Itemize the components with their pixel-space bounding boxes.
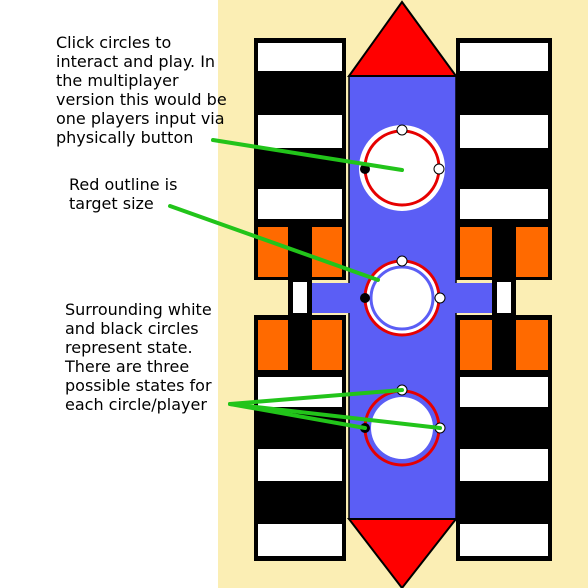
state-dot-white (434, 292, 446, 304)
player-circle-fill (371, 397, 433, 459)
state-dot-white (396, 124, 408, 136)
left-tower-orange-block (258, 227, 288, 277)
right-tower-slot (460, 524, 548, 556)
right-tower-slot (460, 43, 548, 71)
pointer-line-5 (228, 402, 442, 430)
annotation-state-circles: Surrounding white and black circles repr… (65, 300, 212, 414)
left-tower-orange-block (312, 227, 342, 277)
right-tower-orange-block (460, 320, 492, 370)
left-tower-orange-block (312, 320, 342, 370)
up-arrow-icon[interactable] (347, 0, 458, 77)
annotation-target-size: Red outline is target size (69, 175, 178, 213)
left-tower-connector-gap (293, 282, 307, 313)
state-dot-black (360, 293, 370, 303)
right-tower-orange-block (460, 227, 492, 277)
left-tower-slot (258, 115, 342, 148)
left-tower-slot (258, 43, 342, 71)
left-tower-slot (258, 524, 342, 556)
right-tower-slot (460, 377, 548, 407)
state-dot-white (396, 255, 408, 267)
down-arrow-icon[interactable] (346, 518, 459, 588)
player-circle-middle[interactable] (360, 255, 446, 337)
pointer-line-3 (228, 388, 404, 406)
right-tower-connector-gap (497, 282, 511, 313)
left-tower-orange-block (258, 320, 288, 370)
left-tower-slot (258, 449, 342, 481)
state-dot-white (433, 163, 445, 175)
pointer-lines (168, 138, 442, 430)
right-tower (456, 38, 552, 561)
annotation-click-circles: Click circles to interact and play. In t… (56, 33, 227, 147)
player-circle-fill (369, 265, 435, 331)
pointer-line-1 (211, 138, 404, 172)
right-tower-slot (460, 449, 548, 481)
left-tower-slot (258, 189, 342, 219)
right-tower-slot (460, 115, 548, 148)
right-tower-orange-block (516, 227, 548, 277)
pointer-line-2 (168, 204, 380, 282)
right-tower-orange-block (516, 320, 548, 370)
right-tower-slot (460, 189, 548, 219)
